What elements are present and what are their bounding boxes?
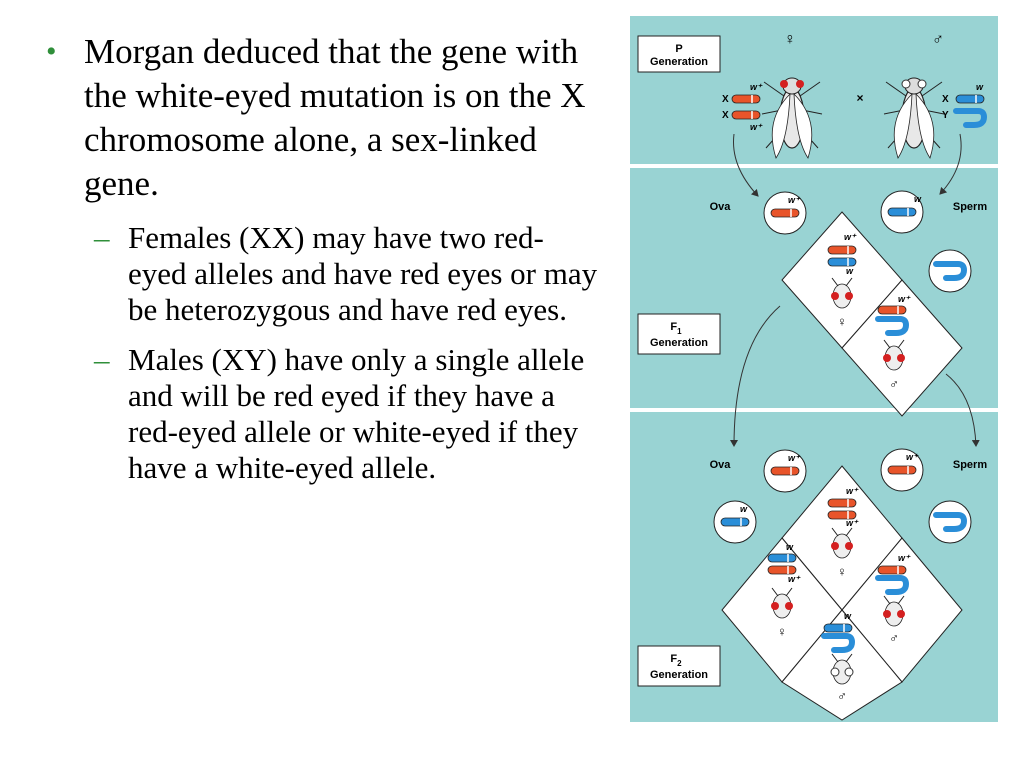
- allele-label: w⁺: [750, 82, 763, 92]
- x-label: X: [722, 110, 729, 121]
- allele-label: w: [740, 504, 748, 514]
- red-x-chromosome: [877, 565, 907, 575]
- female-symbol: ♀: [837, 564, 847, 579]
- allele-label: w: [976, 82, 984, 92]
- sub-bullet-females: – Females (XX) may have two red-eyed all…: [40, 220, 600, 328]
- white-eye-icon: [844, 667, 854, 677]
- sub-bullet-males: – Males (XY) have only a single allele a…: [40, 342, 600, 486]
- red-eye-icon: [845, 292, 853, 300]
- red-x-chromosome: [731, 110, 761, 120]
- f1-lower-cell: [841, 279, 963, 417]
- red-x-chromosome: [827, 245, 857, 255]
- main-bullet: • Morgan deduced that the gene with the …: [40, 30, 600, 206]
- p-generation-letter: P: [675, 43, 682, 55]
- male-fly-icon: [883, 77, 945, 159]
- red-eye-icon: [831, 292, 839, 300]
- allele-label: w: [846, 266, 854, 276]
- red-x-chromosome: [770, 466, 800, 476]
- allele-label: w⁺: [844, 232, 857, 242]
- cross-diagram-svg: P Generation ♀ ♂ × X X w⁺ w⁺ X Y w Ova w…: [637, 31, 987, 721]
- red-x-chromosome: [827, 498, 857, 508]
- male-symbol: ♂: [889, 630, 899, 645]
- sub-bullet-marker: –: [94, 342, 110, 377]
- cross-symbol: ×: [856, 91, 863, 105]
- blue-x-chromosome: [955, 94, 985, 104]
- female-symbol: ♀: [837, 314, 847, 329]
- red-eye-icon: [780, 80, 788, 88]
- ova-label: Ova: [710, 201, 732, 213]
- blue-x-chromosome: [827, 257, 857, 267]
- red-x-chromosome: [767, 565, 797, 575]
- f1-generation-letter: F1: [670, 321, 682, 336]
- female-symbol: ♀: [784, 31, 796, 48]
- blue-x-chromosome: [887, 207, 917, 217]
- allele-label: w: [914, 194, 922, 204]
- x-label: X: [722, 94, 729, 105]
- male-symbol: ♂: [889, 376, 899, 391]
- red-eye-icon: [845, 542, 853, 550]
- sperm-circle: [928, 249, 972, 293]
- allele-label: w⁺: [898, 294, 911, 304]
- allele-label: w⁺: [846, 486, 859, 496]
- red-x-chromosome: [887, 465, 917, 475]
- bullet-marker: •: [46, 35, 57, 68]
- sperm-label: Sperm: [953, 201, 987, 213]
- ova-label: Ova: [710, 459, 732, 471]
- p-generation-word: Generation: [650, 56, 708, 68]
- f2-generation-box: [637, 645, 721, 687]
- red-eye-icon: [897, 354, 905, 362]
- f1-generation-word: Generation: [650, 337, 708, 349]
- red-x-chromosome: [770, 208, 800, 218]
- sub-bullet-males-text: Males (XY) have only a single allele and…: [128, 342, 585, 485]
- sperm-circle: [928, 500, 972, 544]
- f2-generation-word: Generation: [650, 669, 708, 681]
- allele-label: w⁺: [906, 452, 919, 462]
- allele-label: w⁺: [788, 453, 801, 463]
- white-eye-icon: [830, 667, 840, 677]
- blue-x-chromosome: [720, 517, 750, 527]
- cross-diagram: P Generation ♀ ♂ × X X w⁺ w⁺ X Y w Ova w…: [630, 16, 998, 722]
- x-label: X: [942, 94, 949, 105]
- allele-label: w⁺: [846, 518, 859, 528]
- red-eye-icon: [897, 610, 905, 618]
- main-bullet-text: Morgan deduced that the gene with the wh…: [84, 32, 586, 203]
- allele-label: w⁺: [788, 195, 801, 205]
- allele-label: w: [786, 542, 794, 552]
- white-eye-icon: [901, 79, 911, 89]
- sperm-label: Sperm: [953, 459, 987, 471]
- allele-label: w: [844, 611, 852, 621]
- red-eye-icon: [785, 602, 793, 610]
- female-fly-icon: [761, 77, 823, 159]
- allele-label: w⁺: [750, 122, 763, 132]
- allele-label: w⁺: [788, 574, 801, 584]
- sub-bullet-marker: –: [94, 220, 110, 255]
- y-label: Y: [942, 110, 949, 121]
- f2-generation-letter: F2: [670, 653, 682, 668]
- red-eye-icon: [883, 610, 891, 618]
- red-eye-icon: [796, 80, 804, 88]
- blue-x-chromosome: [823, 623, 853, 633]
- y-chromosome: [956, 111, 984, 125]
- allele-label: w⁺: [898, 553, 911, 563]
- red-x-chromosome: [877, 305, 907, 315]
- red-x-chromosome: [731, 94, 761, 104]
- f1-generation-box: [637, 313, 721, 355]
- red-eye-icon: [883, 354, 891, 362]
- sub-bullet-females-text: Females (XX) may have two red-eyed allel…: [128, 220, 598, 327]
- slide-text: • Morgan deduced that the gene with the …: [40, 30, 600, 486]
- white-eye-icon: [917, 79, 927, 89]
- male-symbol: ♂: [837, 688, 847, 703]
- female-symbol: ♀: [777, 624, 787, 639]
- red-eye-icon: [771, 602, 779, 610]
- blue-x-chromosome: [767, 553, 797, 563]
- p-generation-box: [637, 35, 721, 73]
- red-eye-icon: [831, 542, 839, 550]
- male-symbol: ♂: [932, 31, 944, 48]
